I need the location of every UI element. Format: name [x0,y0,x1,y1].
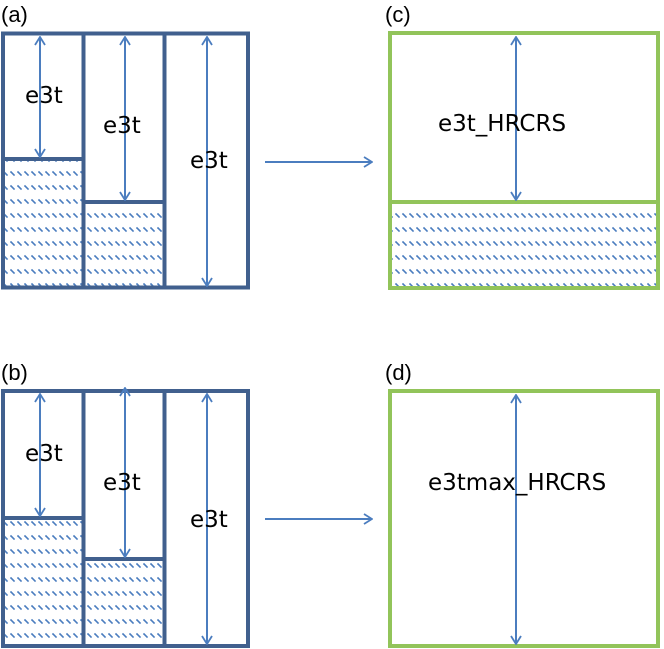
cell-label-a-col2: e3t [103,113,141,139]
panel-label-a: (a) [1,2,28,27]
cell-label-b-col2: e3t [103,470,141,496]
panel-label-d: (d) [385,360,412,385]
panel-c: e3t_HRCRS [388,31,660,290]
hatch-b-col1 [3,518,83,646]
hatch-b-col2 [84,559,164,646]
cell-label-d: e3tmax_HRCRS [428,470,606,496]
panel-label-c: (c) [385,2,411,27]
hatch-a-col1 [3,159,83,288]
hatch-c [390,202,658,288]
cell-label-b-col3: e3t [190,507,228,533]
panel-a: e3t e3t e3t [1,31,250,290]
cell-label-c: e3t_HRCRS [438,111,566,137]
cell-label-a-col1: e3t [25,83,63,109]
panel-b: e3t e3t e3t [1,388,250,648]
panel-label-b: (b) [1,360,28,385]
hatch-a-col2 [84,202,164,288]
frame-c [388,31,660,290]
frame-a [1,31,250,290]
panel-d: e3tmax_HRCRS [388,389,660,648]
frame-d [388,389,660,648]
cell-label-b-col1: e3t [25,441,63,467]
cell-label-a-col3: e3t [190,148,228,174]
